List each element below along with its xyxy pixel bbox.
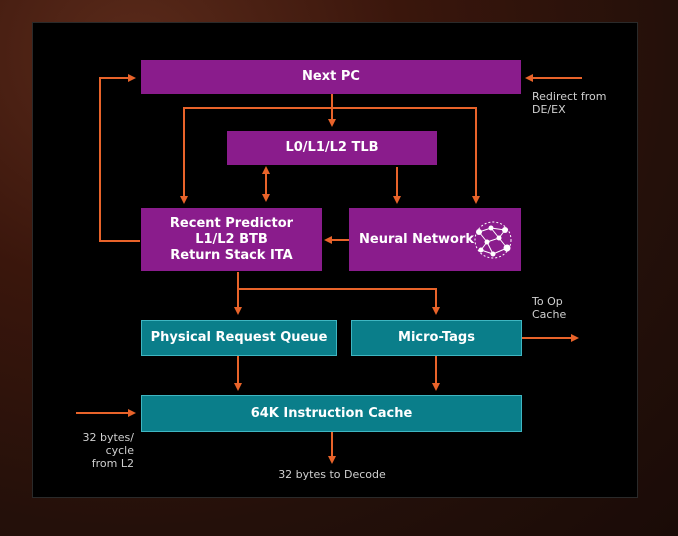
arrow-nextpc-bus xyxy=(183,107,480,204)
instruction-cache-label: 64K Instruction Cache xyxy=(250,405,413,421)
l2-input-label: 32 bytes/ cycle from L2 xyxy=(60,431,134,470)
micro-tags-box: Micro-Tags xyxy=(351,320,522,356)
instruction-cache-box: 64K Instruction Cache xyxy=(141,395,522,432)
neural-network-label: Neural Network xyxy=(359,231,475,247)
arrow-predictor-feedback xyxy=(99,74,140,242)
predictor-label-line3: Return Stack ITA xyxy=(170,247,293,263)
redirect-label-line1: Redirect from xyxy=(532,90,607,103)
predictor-box: Recent Predictor L1/L2 BTB Return Stack … xyxy=(141,208,322,271)
predictor-label-line1: Recent Predictor xyxy=(169,215,294,231)
physical-request-queue-label: Physical Request Queue xyxy=(150,330,328,345)
to-op-cache-label: To Op Cache xyxy=(532,295,566,321)
to-op-cache-label-line1: To Op xyxy=(532,295,563,308)
neural-network-box: Neural Network xyxy=(349,208,521,271)
arrow-predictor-microtags xyxy=(238,288,440,315)
tlb-label: L0/L1/L2 TLB xyxy=(285,140,379,155)
redirect-label-line2: DE/EX xyxy=(532,103,566,116)
next-pc-label: Next PC xyxy=(302,69,360,84)
l2-input-label-line1: 32 bytes/ xyxy=(82,431,134,444)
tlb-box: L0/L1/L2 TLB xyxy=(227,131,437,165)
to-op-cache-label-line2: Cache xyxy=(532,308,567,321)
l2-input-label-line3: from L2 xyxy=(91,457,134,470)
redirect-label: Redirect from DE/EX xyxy=(532,90,606,116)
l2-input-label-line2: cycle xyxy=(105,444,134,457)
predictor-label-line2: L1/L2 BTB xyxy=(195,231,268,247)
neural-network-graph-icon xyxy=(471,218,515,267)
micro-tags-label: Micro-Tags xyxy=(398,330,475,345)
physical-request-queue-box: Physical Request Queue xyxy=(141,320,337,356)
decode-label: 32 bytes to Decode xyxy=(278,468,386,481)
next-pc-box: Next PC xyxy=(141,60,521,94)
